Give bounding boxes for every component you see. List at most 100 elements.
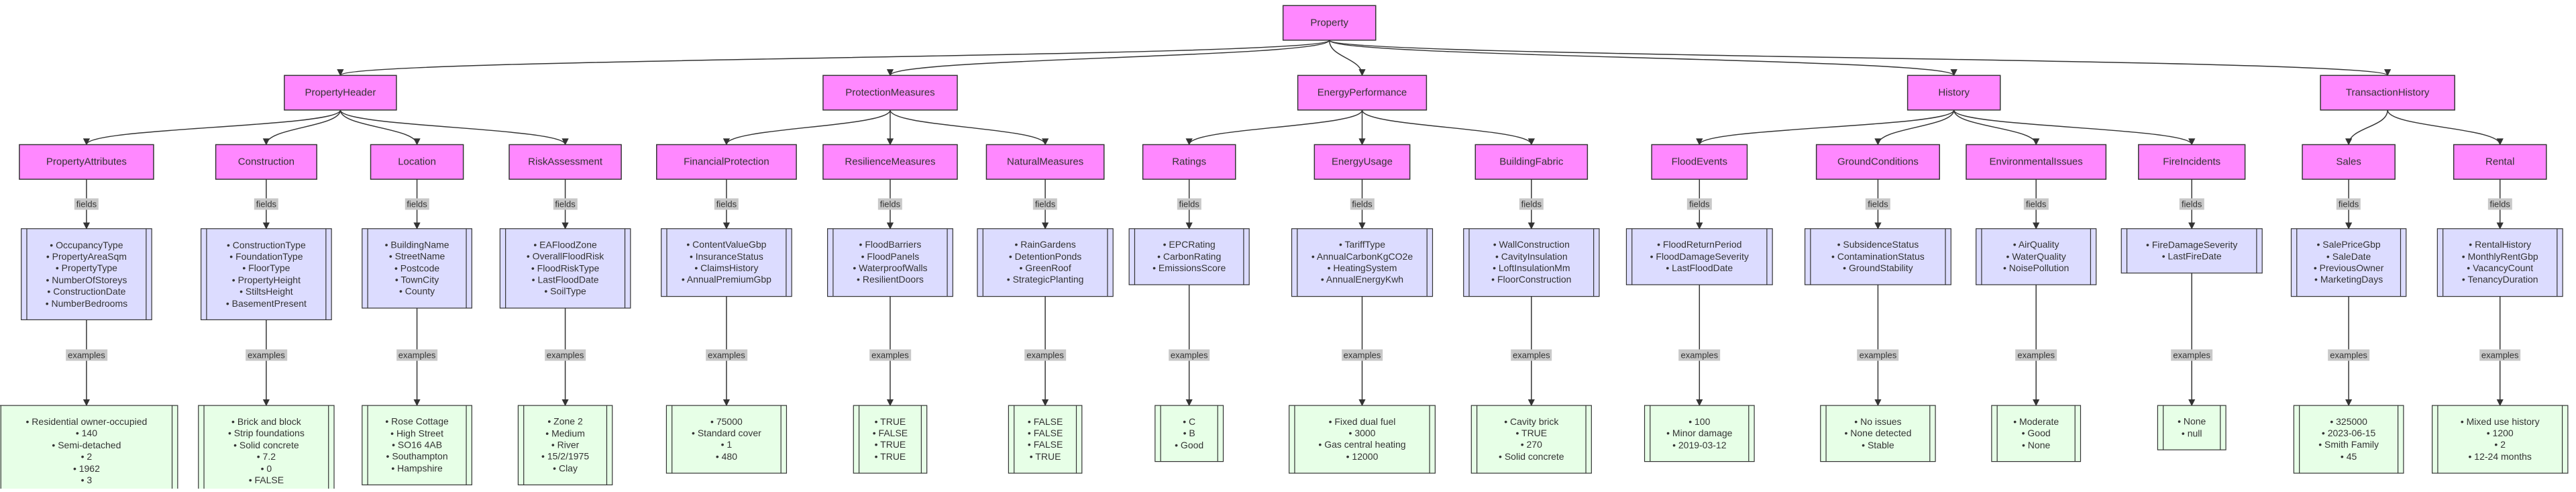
examples-edge-label: examples <box>1857 349 1899 361</box>
fields-box-Location-item: • County <box>398 285 435 297</box>
examples-box-NaturalMeasures <box>1008 405 1083 474</box>
examples-box-Location-item: • Hampshire <box>391 462 443 474</box>
examples-box-FinancialProtection-item: • 75000 <box>710 415 743 427</box>
group-node-EnergyUsage <box>1313 144 1411 180</box>
fields-box-NaturalMeasures-items: • RainGardens• DetentionPonds• GreenRoof… <box>1007 239 1084 286</box>
edge-ProtectionMeasures-to-NaturalMeasures <box>890 109 1049 146</box>
group-node-FinancialProtection <box>656 144 797 180</box>
examples-box-Ratings-item: • C <box>1183 415 1196 427</box>
edge-root-to-EnergyPerformance <box>1328 40 1366 77</box>
examples-edge-label: examples <box>1341 349 1383 361</box>
examples-box-RiskAssessment-item: • Clay <box>553 462 578 474</box>
examples-box-Construction-item: • Brick and block <box>231 415 301 427</box>
fields-box-BuildingFabric-item: • WallConstruction <box>1493 239 1570 250</box>
examples-box-BuildingFabric-item: • Cavity brick <box>1504 415 1559 427</box>
examples-box-Rental-item: • 12-24 months <box>2468 450 2532 462</box>
examples-box-RiskAssessment-item: • 15/2/1975 <box>541 450 590 462</box>
fields-box-FinancialProtection-item: • ContentValueGbp <box>686 239 767 250</box>
examples-edge-label: examples <box>2171 349 2213 361</box>
examples-box-FireIncidents-items: • None• null <box>2178 416 2206 440</box>
fields-box-EnvironmentalIssues-item: • AirQuality <box>2012 239 2059 250</box>
examples-box-BuildingFabric-items: • Cavity brick• TRUE• 270• Solid concret… <box>1499 416 1564 463</box>
fields-edge-label: fields <box>2180 198 2204 210</box>
examples-box-Location <box>362 405 472 485</box>
examples-box-Sales-item: • 2023-06-15 <box>2321 428 2376 439</box>
fields-box-FinancialProtection-items: • ContentValueGbp• InsuranceStatus• Clai… <box>682 239 771 286</box>
fields-box-PropertyAttributes-item: • NumberOfStoreys <box>46 274 127 285</box>
group-node-NaturalMeasures <box>985 144 1105 180</box>
edge-History-to-FloodEvents <box>1696 109 1955 146</box>
examples-box-EnergyUsage-item: • Gas central heating <box>1318 439 1406 450</box>
fields-box-NaturalMeasures-item: • RainGardens <box>1014 239 1076 250</box>
examples-box-FloodEvents <box>1644 405 1755 462</box>
examples-box-Construction-item: • FALSE <box>248 474 284 485</box>
group-node-RiskAssessment-label: RiskAssessment <box>528 156 603 168</box>
fields-box-Rental <box>2436 228 2563 297</box>
group-node-Rental-label: Rental <box>2485 156 2515 168</box>
fields-box-EnvironmentalIssues-item: • WaterQuality <box>2006 250 2066 262</box>
edge-EnergyPerformance-to-Ratings <box>1185 109 1363 146</box>
examples-box-NaturalMeasures-item: • FALSE <box>1027 439 1063 450</box>
fields-box-NaturalMeasures <box>977 228 1114 297</box>
group-node-Construction-label: Construction <box>237 156 294 168</box>
examples-box-PropertyAttributes-item: • Semi-detached <box>52 439 121 450</box>
fields-box-RiskAssessment-item: • FloodRiskType <box>531 262 600 274</box>
fields-box-EnergyUsage-item: • TariffType <box>1339 239 1385 250</box>
examples-box-PropertyAttributes <box>0 405 178 492</box>
fields-edge-label: fields <box>2023 198 2049 210</box>
fields-box-EnergyUsage-item: • AnnualEnergyKwh <box>1320 274 1404 285</box>
group-node-BuildingFabric-label: BuildingFabric <box>1499 156 1564 168</box>
fields-box-PropertyAttributes-item: • OccupancyType <box>50 239 123 250</box>
examples-box-Construction-item: • Solid concrete <box>233 439 299 450</box>
fields-box-BuildingFabric-item: • FloorConstruction <box>1491 274 1572 285</box>
examples-box-Rental-items: • Mixed use history• 1200• 2• 12-24 mont… <box>2461 416 2540 463</box>
examples-box-PropertyAttributes-items: • Residential owner-occupied• 140• Semi-… <box>26 416 148 486</box>
fields-edge-label: fields <box>877 198 903 210</box>
examples-box-FinancialProtection-items: • 75000• Standard cover• 1• 480 <box>692 416 761 463</box>
fields-box-Sales-item: • MarketingDays <box>2314 274 2383 285</box>
examples-edge-label: examples <box>2479 349 2521 361</box>
group-node-RiskAssessment <box>508 144 622 180</box>
examples-box-GroundConditions-item: • Stable <box>1862 439 1894 450</box>
examples-box-Construction-item: • 0 <box>260 462 272 474</box>
fields-box-GroundConditions-items: • SubsidenceStatus• ContaminationStatus•… <box>1831 239 1925 274</box>
section-node-TransactionHistory-label: TransactionHistory <box>2345 87 2430 99</box>
section-node-TransactionHistory <box>2320 75 2455 111</box>
examples-box-EnvironmentalIssues-item: • Good <box>2021 428 2051 439</box>
examples-edge-label: examples <box>246 349 287 361</box>
edge-History-to-GroundConditions <box>1874 109 1955 146</box>
fields-box-RiskAssessment-item: • SoilType <box>544 285 586 297</box>
edge-PropertyHeader-to-Construction <box>262 109 341 146</box>
group-node-FloodEvents <box>1651 144 1748 180</box>
group-node-ResilienceMeasures-label: ResilienceMeasures <box>845 156 936 168</box>
fields-box-PropertyAttributes-item: • PropertyAreaSqm <box>46 250 127 262</box>
fields-box-FinancialProtection-item: • InsuranceStatus <box>689 250 763 262</box>
section-node-History-label: History <box>1938 87 1970 99</box>
section-node-EnergyPerformance-label: EnergyPerformance <box>1317 87 1407 99</box>
fields-box-NaturalMeasures-item: • GreenRoof <box>1019 262 1071 274</box>
examples-box-NaturalMeasures-item: • TRUE <box>1029 450 1061 462</box>
examples-box-BuildingFabric <box>1470 405 1592 474</box>
examples-box-ResilienceMeasures-item: • TRUE <box>874 450 906 462</box>
fields-box-Rental-items: • RentalHistory• MonthlyRentGbp• Vacancy… <box>2462 239 2538 286</box>
examples-edge-label: examples <box>66 349 107 361</box>
examples-box-Construction-item: • 7.2 <box>256 450 276 462</box>
fields-box-Sales-item: • SaleDate <box>2326 250 2371 262</box>
fields-edge-label: fields <box>254 198 279 210</box>
section-node-ProtectionMeasures <box>822 75 958 111</box>
examples-box-Construction-item: • Strip foundations <box>227 428 305 439</box>
examples-box-Location-item: • Southampton <box>386 450 448 462</box>
examples-box-Ratings-item: • Good <box>1175 439 1204 450</box>
fields-box-PropertyAttributes-item: • PropertyType <box>55 262 117 274</box>
section-node-EnergyPerformance <box>1297 75 1428 111</box>
examples-box-Sales-items: • 325000• 2023-06-15• Smith Family• 45 <box>2318 416 2379 463</box>
group-node-PropertyAttributes-label: PropertyAttributes <box>46 156 127 168</box>
fields-box-RiskAssessment-item: • LastFloodDate <box>531 274 599 285</box>
examples-box-RiskAssessment-item: • Medium <box>545 428 585 439</box>
examples-box-EnergyUsage <box>1289 405 1436 474</box>
fields-box-Construction-items: • ConstructionType• FoundationType• Floo… <box>226 239 307 309</box>
fields-box-FloodEvents-items: • FloodReturnPeriod• FloodDamageSeverity… <box>1650 239 1749 274</box>
examples-box-FinancialProtection-item: • Standard cover <box>692 428 761 439</box>
group-node-EnergyUsage-label: EnergyUsage <box>1332 156 1393 168</box>
fields-box-Construction-item: • ConstructionType <box>227 239 306 250</box>
